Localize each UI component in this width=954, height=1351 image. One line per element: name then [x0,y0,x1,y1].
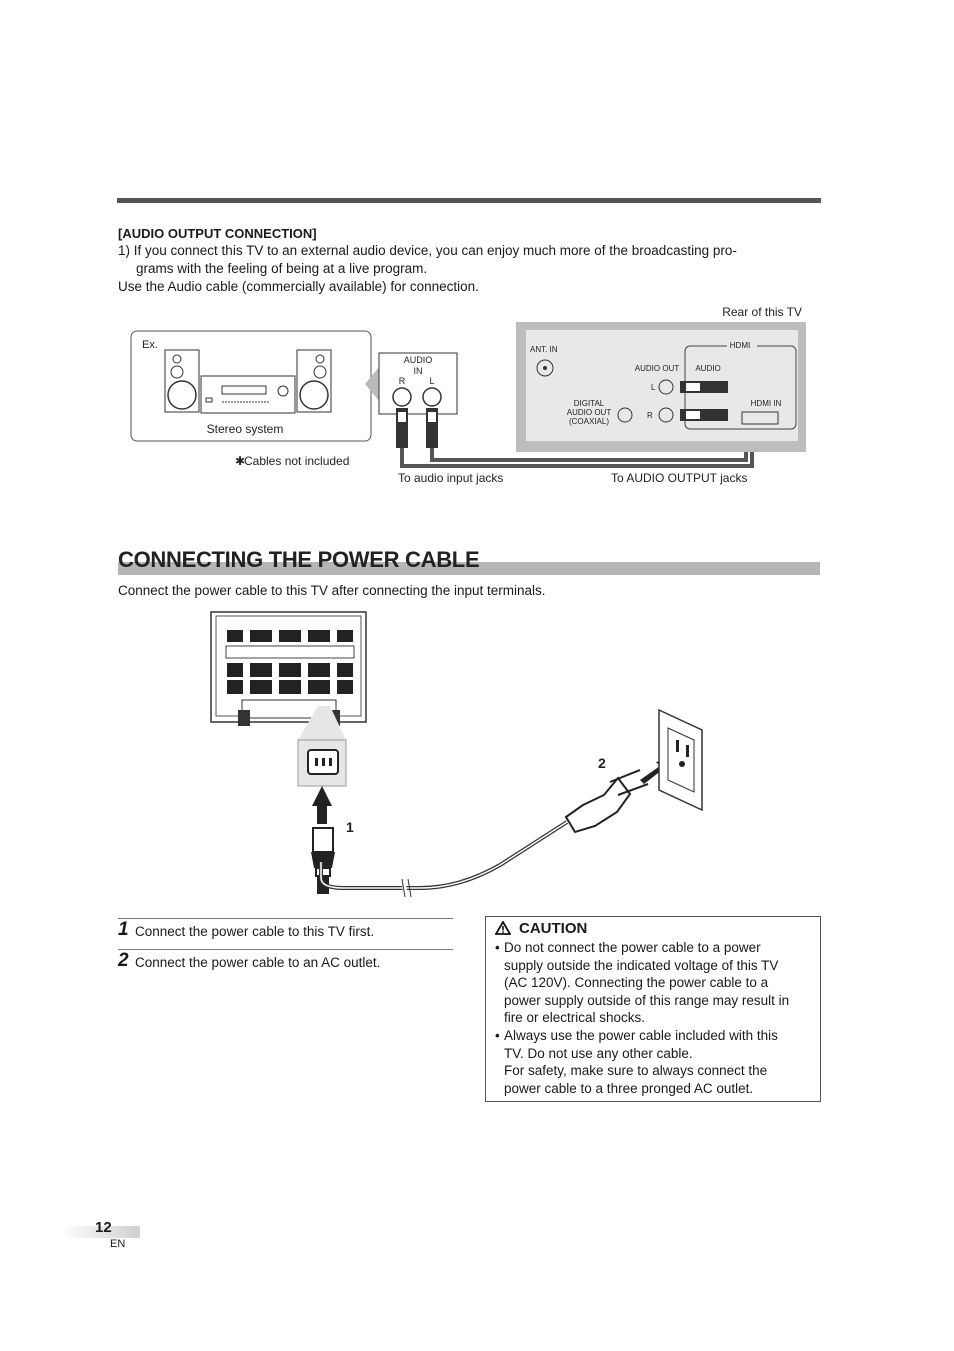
jack-l-icon [422,387,442,407]
speaker-right-icon [296,349,332,413]
caution-b2-line2: TV. Do not use any other cable. [504,1045,693,1061]
ant-in-jack-icon [536,359,554,377]
jack-r-icon [392,387,412,407]
step-divider-top [118,918,453,919]
hdmi-label: HDMI [730,341,750,350]
step-2-text: Connect the power cable to an AC outlet. [135,955,381,970]
power-connection-diagram: 1 2 [210,611,703,899]
step-1-text: Connect the power cable to this TV first… [135,924,375,939]
step-divider-middle [118,949,453,950]
caution-b2-line1: Always use the power cable included with… [504,1028,778,1043]
jack-l-label: L [429,376,434,386]
asterisk-icon: ✱ [235,454,245,468]
page-number-bar [60,1226,140,1238]
step-1-number: 1 [118,919,129,940]
audio-out-l-jack-icon [658,379,674,395]
ac-outlet-icon [658,708,703,812]
digital-label-1: DIGITAL [574,399,605,408]
wall-plug-icon [564,769,649,834]
to-input-label: To audio input jacks [398,471,503,485]
caution-b1-line5: fire or electrical shocks. [504,1010,646,1026]
audio-para-line2: grams with the feeling of being at a liv… [136,261,428,276]
section-title: CONNECTING THE POWER CABLE [118,547,480,572]
caution-b2-line3: For safety, make sure to always connect … [504,1063,768,1079]
stereo-label: Stereo system [207,422,284,436]
out-l-label: L [651,383,656,392]
page-number: 12 [95,1219,112,1236]
jack-r-label: R [399,376,406,386]
audio-in-label-2: IN [414,366,423,376]
caution-b2-line4: power cable to a three pronged AC outlet… [504,1080,754,1096]
power-intro: Connect the power cable to this TV after… [118,583,546,598]
audio-label: AUDIO [695,364,720,373]
rear-label: Rear of this TV [722,305,802,319]
caution-b1-line3: (AC 120V). Connecting the power cable to… [504,975,769,991]
digital-label-2: AUDIO OUT [567,408,612,417]
audio-in-panel [378,352,458,415]
ant-in-label: ANT. IN [530,345,558,354]
audio-in-label-1: AUDIO [404,355,433,365]
warning-triangle-icon [495,921,511,935]
out-r-label: R [647,411,653,420]
step-2-number: 2 [118,950,129,971]
audio-out-r-jack-icon [658,407,674,423]
speaker-left-icon [164,349,200,413]
audio-connection-diagram: Ex. Stereo system ✱ Cables not included … [130,305,806,485]
page-language: EN [110,1238,126,1250]
digital-label-3: (COAXIAL) [569,417,609,426]
caution-b1-line4: power supply outside of this range may r… [504,992,790,1008]
cables-note: Cables not included [244,454,349,468]
caution-b1-line2: supply outside the indicated voltage of … [504,957,779,973]
callout-1: 1 [346,819,354,835]
caution-b1-line1: Do not connect the power cable to a powe… [504,940,761,955]
audio-output-heading: [AUDIO OUTPUT CONNECTION] [118,226,317,241]
hdmi-port-icon [741,411,779,425]
audio-out-label: AUDIO OUT [635,364,680,373]
arrow-up-icon [312,786,332,824]
section-top-rule [117,198,821,203]
amplifier-icon [200,375,296,414]
coaxial-jack-icon [617,407,633,423]
caution-title: CAUTION [519,920,588,937]
tv-rear-icon [210,611,367,726]
power-cable [319,820,569,890]
callout-2: 2 [598,755,606,771]
pointer-triangle [365,367,379,401]
hdmi-in-label: HDMI IN [751,399,782,408]
caution-box [485,916,821,1102]
example-label: Ex. [142,339,158,351]
audio-para-cable: Use the Audio cable (commercially availa… [118,279,479,294]
to-output-label: To AUDIO OUTPUT jacks [611,471,747,485]
audio-para-line1: 1) If you connect this TV to an external… [118,243,737,258]
